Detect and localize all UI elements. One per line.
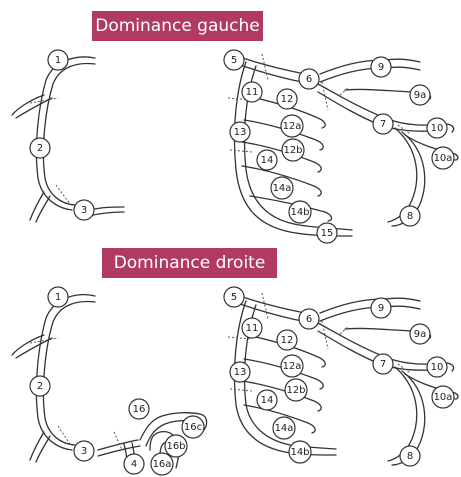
segment-labels: 123567899a1010a111212a12b131414a14b15123…	[30, 50, 454, 475]
segment-label: 16c	[184, 422, 202, 433]
segment-label: 10	[431, 123, 444, 134]
segment-node-14a: 14a	[273, 417, 295, 439]
segment-node-10: 10	[427, 357, 447, 377]
segment-label: 10a	[434, 392, 453, 403]
segment-label: 3	[81, 446, 87, 457]
segment-label: 14a	[275, 423, 294, 434]
segment-label: 14b	[290, 447, 309, 458]
segment-node-15: 15	[317, 223, 337, 243]
segment-label: 16	[133, 404, 146, 415]
segment-label: 6	[306, 314, 312, 325]
segment-node-10: 10	[427, 118, 447, 138]
segment-label: 9	[378, 303, 384, 314]
segment-node-7: 7	[373, 354, 393, 374]
segment-node-6: 6	[299, 69, 319, 89]
segment-label: 10a	[434, 153, 453, 164]
segment-label: 11	[246, 323, 259, 334]
segment-node-16a: 16a	[151, 453, 173, 475]
segment-label: 4	[131, 459, 137, 470]
segment-label: 9a	[414, 329, 427, 340]
segment-label: 14	[261, 395, 274, 406]
segment-label: 13	[234, 127, 247, 138]
segment-label: 8	[407, 211, 413, 222]
segment-label: 12	[281, 335, 294, 346]
segment-label: 12a	[283, 121, 302, 132]
segment-label: 12	[281, 94, 294, 105]
segment-label: 3	[81, 205, 87, 216]
segment-node-5: 5	[224, 50, 244, 70]
segment-label: 13	[234, 367, 247, 378]
segment-node-13: 13	[230, 122, 250, 142]
segment-node-9: 9	[371, 298, 391, 318]
segment-node-14b: 14b	[289, 201, 311, 223]
segment-label: 14b	[290, 207, 309, 218]
segment-node-12a: 12a	[281, 115, 303, 137]
left-coronary-bottom	[228, 293, 458, 465]
segment-label: 2	[37, 143, 43, 154]
segment-node-1: 1	[48, 50, 68, 70]
segment-label: 16b	[166, 441, 185, 452]
segment-label: 14	[261, 155, 274, 166]
segment-label: 9a	[414, 90, 427, 101]
segment-node-13: 13	[230, 362, 250, 382]
segment-label: 5	[231, 292, 237, 303]
right-coronary-top	[12, 57, 124, 222]
segment-label: 15	[321, 228, 334, 239]
segment-node-3: 3	[74, 441, 94, 461]
segment-node-8: 8	[400, 206, 420, 226]
segment-node-14: 14	[257, 150, 277, 170]
segment-node-6: 6	[299, 309, 319, 329]
segment-node-14: 14	[257, 390, 277, 410]
segment-node-12b: 12b	[282, 139, 304, 161]
segment-label: 12a	[283, 361, 302, 372]
segment-label: 14a	[273, 183, 292, 194]
segment-node-16b: 16b	[165, 435, 187, 457]
segment-label: 11	[246, 87, 259, 98]
segment-node-16: 16	[129, 399, 149, 419]
segment-node-12a: 12a	[281, 355, 303, 377]
segment-node-11: 11	[242, 82, 262, 102]
segment-label: 1	[55, 292, 61, 303]
segment-node-8: 8	[400, 446, 420, 466]
segment-label: 16a	[153, 459, 172, 470]
segment-node-5: 5	[224, 287, 244, 307]
segment-node-16c: 16c	[182, 416, 204, 438]
segment-node-9: 9	[371, 57, 391, 77]
segment-label: 8	[407, 451, 413, 462]
segment-node-7: 7	[373, 114, 393, 134]
segment-label: 1	[55, 55, 61, 66]
segment-node-14a: 14a	[271, 177, 293, 199]
segment-label: 12b	[286, 385, 305, 396]
segment-label: 6	[306, 74, 312, 85]
segment-node-12b: 12b	[285, 379, 307, 401]
segment-node-10a: 10a	[432, 386, 454, 408]
segment-label: 2	[37, 381, 43, 392]
segment-node-4: 4	[124, 454, 144, 474]
segment-label: 5	[231, 55, 237, 66]
segment-node-12: 12	[277, 89, 297, 109]
segment-node-10a: 10a	[432, 147, 454, 169]
segment-node-9a: 9a	[410, 85, 430, 105]
segment-node-2: 2	[30, 138, 50, 158]
segment-node-14b: 14b	[289, 441, 311, 463]
segment-label: 7	[380, 359, 386, 370]
segment-node-3: 3	[74, 200, 94, 220]
left-coronary-top	[228, 54, 458, 236]
segment-label: 7	[380, 119, 386, 130]
segment-node-1: 1	[48, 287, 68, 307]
segment-node-2: 2	[30, 376, 50, 396]
segment-node-12: 12	[277, 330, 297, 350]
segment-node-9a: 9a	[410, 324, 430, 344]
segment-node-11: 11	[242, 318, 262, 338]
segment-label: 12b	[283, 145, 302, 156]
segment-label: 9	[378, 62, 384, 73]
segment-label: 10	[431, 362, 444, 373]
